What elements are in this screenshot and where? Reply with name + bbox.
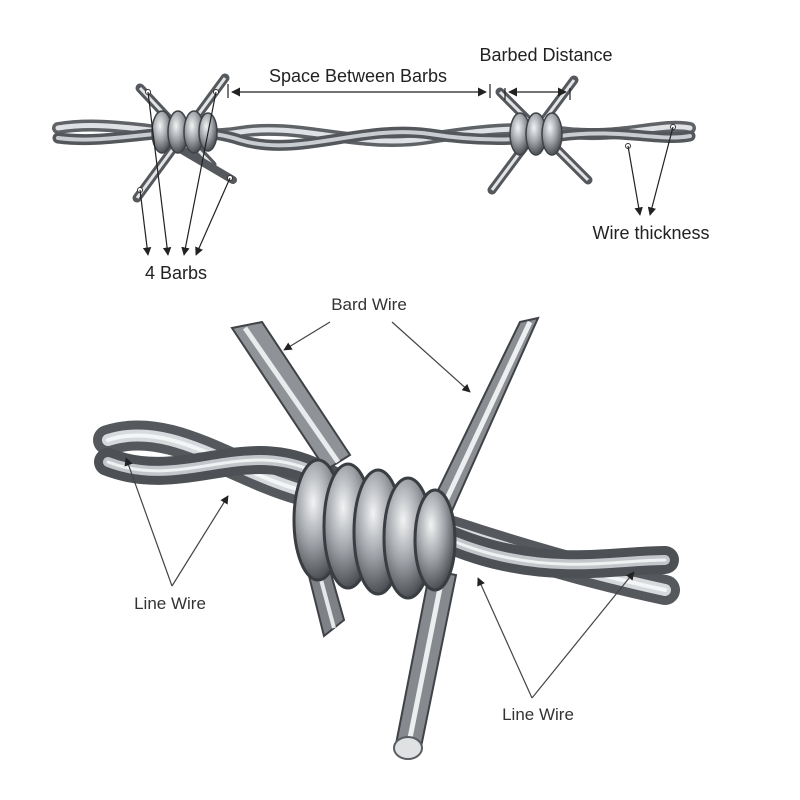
bottom-wire-illustration: [93, 316, 680, 760]
wire-thickness-label: Wire thickness: [592, 223, 709, 243]
line-wire-right-annotation: Line Wire: [477, 571, 635, 724]
top-barb-left: [132, 73, 237, 203]
space-between-barbs-label: Space Between Barbs: [269, 66, 447, 86]
wire-thickness-annotation: Wire thickness: [592, 124, 710, 243]
barbed-distance-label: Barbed Distance: [479, 45, 612, 65]
top-wire-illustration: [52, 73, 696, 203]
line-wire-left-label: Line Wire: [134, 594, 206, 613]
space-between-barbs-annotation: Space Between Barbs: [227, 66, 491, 98]
bottom-coil: [292, 458, 457, 600]
barbed-distance-annotation: Barbed Distance: [479, 45, 613, 100]
four-barbs-annotation: 4 Barbs: [137, 89, 233, 283]
four-barbs-label: 4 Barbs: [145, 263, 207, 283]
line-wire-right-label: Line Wire: [502, 705, 574, 724]
bard-wire-label: Bard Wire: [331, 295, 407, 314]
top-barb-right: [487, 75, 593, 195]
bard-wire-annotation: Bard Wire: [283, 295, 471, 393]
line-wire-left-annotation: Line Wire: [124, 457, 229, 613]
